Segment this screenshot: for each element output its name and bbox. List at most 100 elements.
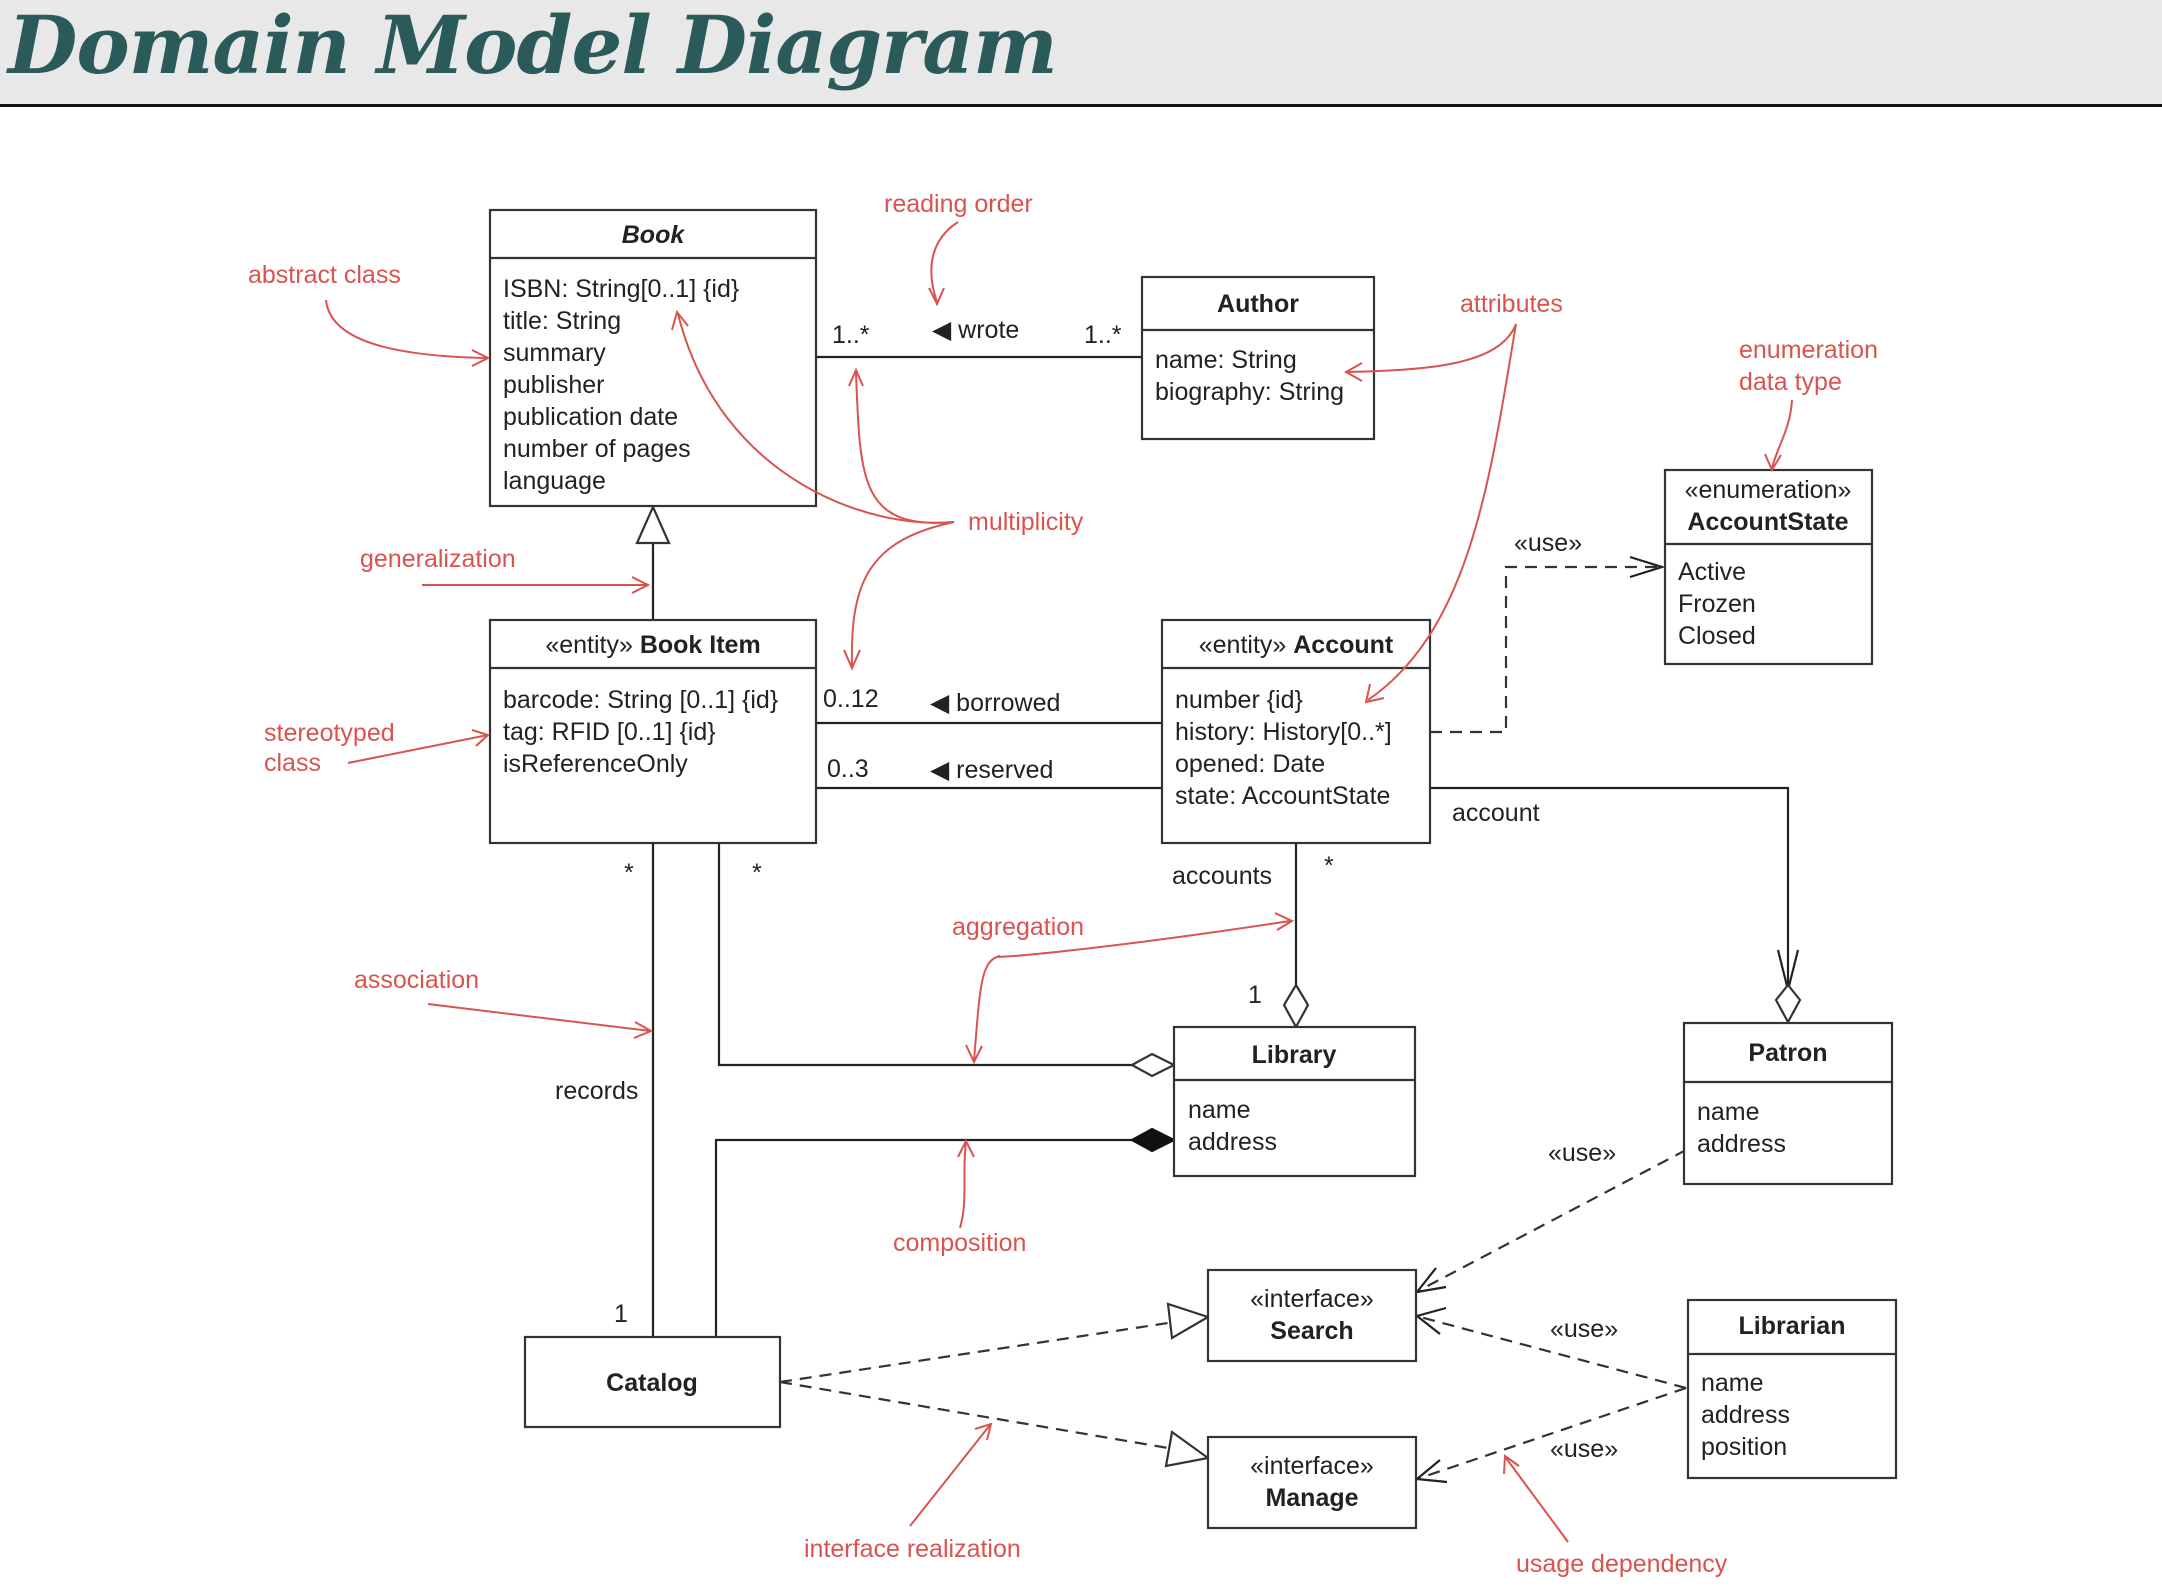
class-bookitem-stereotype: «entity» xyxy=(545,631,633,659)
wrote-label: ◀ wrote xyxy=(932,316,1019,344)
class-book-attr-4: publication date xyxy=(503,403,678,431)
patron-aggregation-diamond xyxy=(1774,983,1802,1025)
class-accountstate[interactable]: «enumeration» AccountState Active Frozen… xyxy=(1663,468,1874,666)
library-multiplicity: 1 xyxy=(1248,981,1262,1009)
use-librarian-manage-label: «use» xyxy=(1550,1435,1618,1463)
class-catalog-name: Catalog xyxy=(606,1369,698,1397)
annotations: reading order abstract class attributes … xyxy=(248,190,1878,1578)
catalog-multiplicity: 1 xyxy=(614,1300,628,1328)
bookitem-multiplicity-b: * xyxy=(752,859,762,887)
class-accountstate-stereotype: «enumeration» xyxy=(1685,476,1852,504)
interface-search[interactable]: «interface» Search xyxy=(1206,1268,1418,1363)
wrote-left-multiplicity: 1..* xyxy=(832,321,870,349)
annotation-stereotyped-line2: class xyxy=(264,749,321,777)
class-book-attr-5: number of pages xyxy=(503,435,691,463)
class-library[interactable]: Library name address xyxy=(1172,1025,1417,1178)
class-accountstate-attr-2: Closed xyxy=(1678,622,1756,650)
class-book-name: Book xyxy=(622,221,686,249)
annotation-association: association xyxy=(354,966,479,994)
class-librarian-name: Librarian xyxy=(1739,1312,1846,1340)
manage-realization-triangle xyxy=(1164,1430,1211,1468)
page-title: Domain Model Diagram xyxy=(8,0,1058,92)
patron-search-use-line xyxy=(1419,1149,1687,1291)
class-library-attr-0: name xyxy=(1188,1096,1251,1124)
annotation-enumeration-line1: enumeration xyxy=(1739,336,1878,364)
accounts-multiplicity: * xyxy=(1324,852,1334,880)
use-librarian-search-label: «use» xyxy=(1550,1315,1618,1343)
class-account[interactable]: «entity» Account number {id} history: Hi… xyxy=(1160,618,1432,845)
use-enum-dependency-line xyxy=(1430,565,1660,734)
class-librarian-attr-0: name xyxy=(1701,1369,1764,1397)
account-role-label: account xyxy=(1452,799,1540,827)
wrote-right-multiplicity: 1..* xyxy=(1084,321,1122,349)
use-patron-label: «use» xyxy=(1548,1139,1616,1167)
records-role-label: records xyxy=(555,1077,638,1105)
class-bookitem-attr-0: barcode: String [0..1] {id} xyxy=(503,686,778,714)
class-account-name: Account xyxy=(1293,631,1394,659)
class-patron[interactable]: Patron name address xyxy=(1682,1021,1894,1186)
class-patron-attr-0: name xyxy=(1697,1098,1760,1126)
search-realization-triangle xyxy=(1166,1302,1211,1340)
bookitem-library-line xyxy=(717,843,1132,1067)
class-librarian[interactable]: Librarian name address position xyxy=(1686,1298,1898,1480)
annotation-reading-order: reading order xyxy=(884,190,1033,218)
class-book[interactable]: Book ISBN: String[0..1] {id} title: Stri… xyxy=(488,208,818,508)
library-aggregation-diamond-left xyxy=(1129,1052,1177,1078)
account-patron-association-line xyxy=(1430,786,1790,990)
class-patron-name: Patron xyxy=(1748,1039,1827,1067)
interface-manage-stereotype: «interface» xyxy=(1250,1452,1374,1480)
interface-search-stereotype: «interface» xyxy=(1250,1285,1374,1313)
class-accountstate-name: AccountState xyxy=(1687,508,1848,536)
annotation-enumeration-line2: data type xyxy=(1739,368,1842,396)
class-account-attr-0: number {id} xyxy=(1175,686,1303,714)
class-author[interactable]: Author name: String biography: String xyxy=(1140,275,1376,441)
class-book-attr-2: summary xyxy=(503,339,606,367)
use-enum-label: «use» xyxy=(1514,529,1582,557)
librarian-manage-use-line xyxy=(1419,1386,1687,1480)
class-patron-attr-1: address xyxy=(1697,1130,1786,1158)
bookitem-multiplicity-a: * xyxy=(624,859,634,887)
interface-search-name: Search xyxy=(1270,1317,1353,1345)
borrowed-label: ◀ borrowed xyxy=(930,689,1060,717)
catalog-manage-realization-line xyxy=(779,1380,1169,1450)
annotation-abstract-class: abstract class xyxy=(248,261,401,289)
class-bookitem[interactable]: «entity» Book Item barcode: String [0..1… xyxy=(488,618,818,845)
annotation-stereotyped-line1: stereotyped xyxy=(264,719,395,747)
reserved-label: ◀ reserved xyxy=(930,756,1053,784)
borrowed-multiplicity: 0..12 xyxy=(823,685,879,713)
library-composition-diamond xyxy=(1129,1127,1177,1153)
class-author-attr-1: biography: String xyxy=(1155,378,1344,406)
catalog-search-realization-line xyxy=(779,1321,1169,1384)
class-accountstate-attr-0: Active xyxy=(1678,558,1746,586)
library-aggregation-diamond-top xyxy=(1282,982,1310,1030)
annotation-generalization: generalization xyxy=(360,545,516,573)
class-account-attr-1: history: History[0..*] xyxy=(1175,718,1392,746)
annotation-attributes: attributes xyxy=(1460,290,1563,318)
class-author-name: Author xyxy=(1217,290,1299,318)
page-header: Domain Model Diagram xyxy=(0,0,2162,107)
class-author-attr-0: name: String xyxy=(1155,346,1297,374)
class-account-attr-3: state: AccountState xyxy=(1175,782,1390,810)
annotation-aggregation: aggregation xyxy=(952,913,1084,941)
edge-labels: 1..* ◀ wrote 1..* 0..12 ◀ borrowed 0..3 … xyxy=(555,316,1618,1463)
annotation-composition: composition xyxy=(893,1229,1026,1257)
class-library-name: Library xyxy=(1252,1041,1337,1069)
patron-search-use-arrow xyxy=(1414,1267,1447,1294)
reserved-multiplicity: 0..3 xyxy=(827,755,869,783)
class-account-attr-2: opened: Date xyxy=(1175,750,1325,778)
class-bookitem-header: «entity» Book Item xyxy=(545,631,760,659)
connectors xyxy=(635,355,1802,1484)
class-library-attr-1: address xyxy=(1188,1128,1277,1156)
class-librarian-attr-2: position xyxy=(1701,1433,1787,1461)
class-book-attr-3: publisher xyxy=(503,371,604,399)
interface-manage[interactable]: «interface» Manage xyxy=(1206,1435,1418,1530)
accounts-role-label: accounts xyxy=(1172,862,1272,890)
class-bookitem-attr-1: tag: RFID [0..1] {id} xyxy=(503,718,716,746)
annotation-usage-dependency: usage dependency xyxy=(1516,1550,1728,1578)
class-catalog[interactable]: Catalog xyxy=(523,1335,782,1429)
generalization-triangle xyxy=(635,504,671,545)
interface-manage-name: Manage xyxy=(1265,1484,1358,1512)
class-account-stereotype: «entity» xyxy=(1199,631,1287,659)
class-book-attr-6: language xyxy=(503,467,606,495)
